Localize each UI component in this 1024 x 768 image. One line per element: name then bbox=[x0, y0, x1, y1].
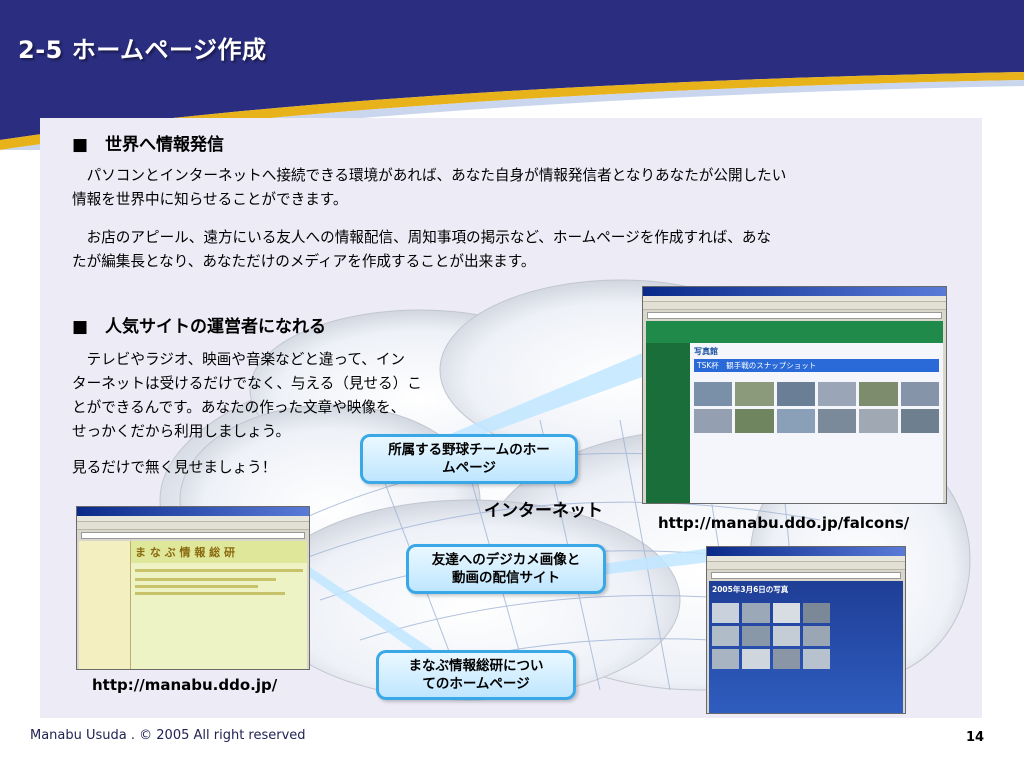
callout-photo-line1: 友達へのデジカメ画像と bbox=[431, 552, 581, 568]
section2-line2: ターネットは受けるだけでなく、与える（見せる）こ bbox=[72, 375, 422, 392]
photo-site-heading: 2005年3月6日の写真 bbox=[712, 585, 789, 594]
section2-line1: テレビやラジオ、映画や音楽などと違って、イン bbox=[72, 351, 406, 368]
callout-manabu-site: まなぶ情報総研につい てのホームページ bbox=[376, 650, 576, 700]
section1-heading: ■ 世界へ情報発信 bbox=[72, 135, 225, 155]
page-number: 14 bbox=[966, 730, 985, 745]
footer-copyright: Manabu Usuda . © 2005 All right reserved bbox=[30, 728, 306, 743]
slide-title: 2-5 ホームページ作成 bbox=[18, 36, 267, 64]
manabu-site-title: ま な ぶ 情 報 総 研 bbox=[131, 541, 307, 563]
manabu-url: http://manabu.ddo.jp/ bbox=[92, 676, 278, 694]
manabu-site-screenshot: ま な ぶ 情 報 総 研 bbox=[76, 506, 310, 670]
section1-para1-line1: パソコンとインターネットへ接続できる環境があれば、あなた自身が情報発信者となりあ… bbox=[72, 167, 787, 184]
falcons-banner: TSK杯 観手戦のスナップショット bbox=[694, 359, 939, 372]
falcons-url: http://manabu.ddo.jp/falcons/ bbox=[658, 514, 910, 532]
section1-para1-line2: 情報を世界中に知らせることができます。 bbox=[72, 191, 348, 208]
section2-line4: せっかくだから利用しましょう。 bbox=[72, 423, 291, 440]
photo-site-screenshot: 2005年3月6日の写真 bbox=[706, 546, 906, 714]
callout-manabu-line2: てのホームページ bbox=[422, 676, 530, 692]
section2-line3: とができるんです。あなたの作った文章や映像を、 bbox=[72, 399, 406, 416]
callout-photo-line2: 動画の配信サイト bbox=[452, 570, 560, 586]
callout-manabu-line1: まなぶ情報総研につい bbox=[408, 658, 544, 674]
callout-baseball-line1: 所属する野球チームのホー bbox=[388, 442, 550, 458]
callout-baseball-team: 所属する野球チームのホー ムページ bbox=[360, 434, 578, 484]
falcons-section-title: 写真館 bbox=[694, 347, 718, 356]
section1-para2-line2: たが編集長となり、あなただけのメディアを作成することが出来ます。 bbox=[72, 253, 536, 270]
section1-para2-line1: お店のアピール、遠方にいる友人への情報配信、周知事項の掲示など、ホームページを作… bbox=[72, 229, 772, 246]
section2-line5: 見るだけで無く見せましょう！ bbox=[72, 459, 277, 476]
internet-label: インターネット bbox=[484, 501, 603, 521]
section2-heading: ■ 人気サイトの運営者になれる bbox=[72, 317, 327, 337]
falcons-site-screenshot: 写真館 TSK杯 観手戦のスナップショット bbox=[642, 286, 947, 504]
callout-baseball-line2: ムページ bbox=[442, 460, 496, 476]
callout-photo-site: 友達へのデジカメ画像と 動画の配信サイト bbox=[406, 544, 606, 594]
